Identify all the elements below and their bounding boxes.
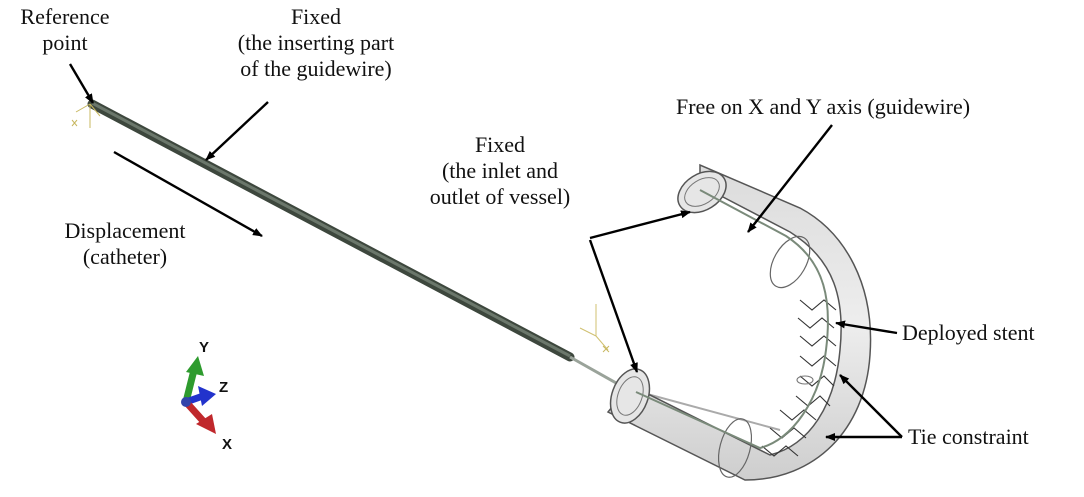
axis-label-z: Z <box>219 379 229 396</box>
vessel-tube <box>606 163 872 481</box>
label-line: outlet of vessel) <box>429 184 571 209</box>
label-deployed-stent: Deployed stent <box>902 320 1035 345</box>
label-line: (the inlet and <box>441 158 559 183</box>
label-tie-constraint: Tie constraint <box>908 424 1029 449</box>
axis-label-y: Y <box>199 339 210 356</box>
label-reference-point: Reference point <box>2 4 128 56</box>
arrow-displacement <box>113 150 263 238</box>
arrow-tie-upper <box>839 374 903 438</box>
reference-point-triad-icon <box>71 103 101 128</box>
stent-mesh <box>761 299 837 457</box>
label-displacement: Displacement (catheter) <box>30 218 220 270</box>
label-fixed-vessel: Fixed (the inlet and outlet of vessel) <box>400 132 600 210</box>
label-line: Fixed <box>290 4 342 29</box>
arrow-fixed-guidewire <box>205 101 269 161</box>
label-line: of the guidewire) <box>240 56 392 81</box>
axis-label-x: X <box>222 436 233 453</box>
label-line: Reference <box>20 4 110 29</box>
arrow-fixed-inlet <box>588 239 639 373</box>
arrow-reference-point <box>68 63 95 104</box>
arrow-deployed-stent <box>835 320 898 335</box>
label-fixed-guidewire: Fixed (the inserting part of the guidewi… <box>218 4 414 82</box>
vessel-triad-icon <box>579 304 610 353</box>
label-line: (the inserting part <box>237 30 395 55</box>
label-line: (catheter) <box>82 244 168 269</box>
xyz-triad-icon <box>181 356 216 434</box>
arrow-fixed-outlet <box>589 210 691 240</box>
arrow-free-xy <box>747 124 833 233</box>
label-free-xy: Free on X and Y axis (guidewire) <box>676 94 971 119</box>
label-line: point <box>42 30 88 55</box>
label-line: Fixed <box>474 132 526 157</box>
label-line: Displacement <box>64 218 186 243</box>
arrows <box>68 63 903 441</box>
